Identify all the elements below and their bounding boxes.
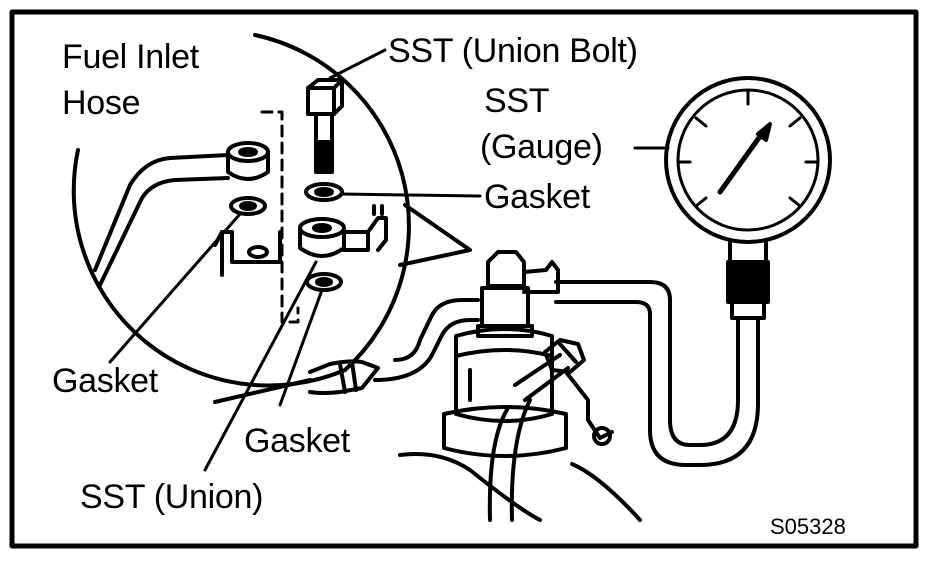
inlet-line-shape: [213, 298, 480, 404]
sst-union-shape: [298, 204, 388, 258]
union-bolt-shape: [306, 78, 344, 174]
detail-circle-lower: [71, 148, 347, 388]
fuel-filter-shape: [442, 250, 614, 458]
pressure-gauge-shape: [664, 76, 832, 320]
dashed-guide: [260, 110, 300, 324]
detail-wedge: [398, 203, 472, 267]
figure-code: S05328: [770, 514, 846, 539]
sst-gauge-label-line2: (Gauge): [480, 128, 603, 166]
fuel-inlet-hose-label-line1: Fuel Inlet: [62, 38, 199, 76]
gauge-hose-shape: [554, 280, 760, 467]
gasket-right-label: Gasket: [484, 178, 590, 216]
sst-union-bolt-label: SST (Union Bolt): [388, 32, 638, 70]
gasket-left-shape: [229, 196, 267, 216]
bracket-shape: [213, 230, 282, 277]
sst-union-label: SST (Union): [80, 478, 264, 516]
leader-lines: [108, 48, 670, 472]
fuel-inlet-hose-label-line2: Hose: [62, 84, 141, 122]
diagram-frame: [9, 9, 919, 549]
fuel-inlet-hose-shape: [93, 141, 270, 287]
gasket-right-shape: [304, 182, 344, 202]
gasket-bottom-shape: [305, 272, 343, 292]
gasket-left-label: Gasket: [52, 362, 158, 400]
detail-circle: [253, 33, 411, 372]
sst-gauge-label-line1: SST: [484, 82, 550, 120]
lower-pipe-shape: [398, 398, 642, 522]
gasket-bottom-label: Gasket: [244, 422, 350, 460]
